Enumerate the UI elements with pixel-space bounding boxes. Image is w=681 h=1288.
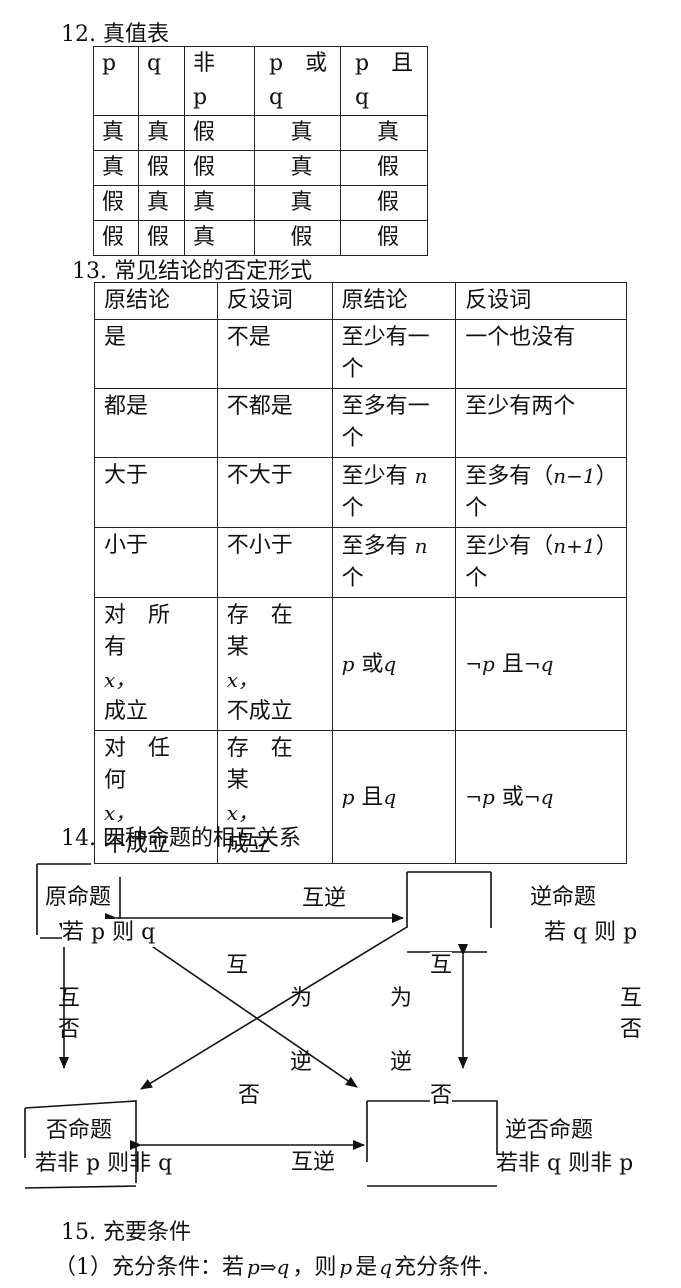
converse-label: 逆命题: [530, 885, 597, 910]
mutual-inverse-left-2: 否: [58, 1017, 81, 1042]
inverse-box: [24, 1100, 137, 1189]
mutual-converse-top: 互逆: [302, 886, 347, 911]
section-13-title: 13. 常见结论的否定形式: [72, 259, 312, 284]
contrapositive-statement: 若非 q 则非 p: [496, 1151, 634, 1176]
mutual-inverse-right-2: 否: [620, 1017, 643, 1042]
section-15-title: 15. 充要条件: [61, 1220, 191, 1245]
mutual-inverse-right-1: 互: [620, 986, 643, 1011]
diagonal-arrow-1: [123, 926, 358, 1088]
table-header-row: 原结论 反设词 原结论 反设词: [94, 282, 627, 320]
table-row: 假假真 假假: [93, 220, 428, 256]
contrapositive-label-left-4: 否: [238, 1083, 261, 1108]
header-cell: q: [138, 46, 185, 116]
contrapositive-label-left-2: 为: [290, 986, 313, 1011]
original-statement: 若 p 则 q: [62, 919, 156, 947]
original-box: [36, 863, 121, 939]
inverse-label: 否命题: [46, 1118, 113, 1143]
contrapositive-box: [366, 1100, 498, 1187]
table-row: 真真假 真真: [93, 115, 428, 151]
contrapositive-label-left-1: 互: [226, 953, 249, 978]
contrapositive-label-right-4: 否: [430, 1082, 453, 1110]
converse-statement: 若 q 则 p: [544, 920, 638, 945]
header-cell: p: [93, 46, 139, 116]
table-row: 是 不是 至少有一个 一个也没有: [94, 319, 627, 389]
header-cell: 原结论: [331, 282, 457, 320]
contrapositive-label: 逆否命题: [505, 1118, 594, 1143]
contrapositive-label-right-2: 为: [390, 986, 413, 1011]
diagonal-arrow-2: [140, 926, 408, 1090]
mutual-converse-bottom: 互逆: [291, 1150, 336, 1175]
table-row: 都是 不都是 至多有一个 至少有两个: [94, 388, 627, 458]
contrapositive-label-right-3: 逆: [390, 1050, 413, 1075]
inverse-statement: 若非 p 则非 q: [35, 1151, 173, 1176]
header-cell: 反设词: [216, 282, 333, 320]
section-14-title: 14. 四种命题的相互关系: [61, 826, 301, 851]
mutual-inverse-left-1: 互: [58, 986, 81, 1011]
contrapositive-label-left-3: 逆: [290, 1050, 313, 1075]
converse-box: [406, 871, 492, 953]
contrapositive-label-right-1: 互: [430, 952, 453, 980]
negation-table: 原结论 反设词 原结论 反设词 是 不是 至少有一个 一个也没有 都是 不都是 …: [94, 282, 627, 864]
original-label: 原命题: [45, 884, 112, 912]
section-12-title: 12. 真值表: [61, 22, 169, 47]
